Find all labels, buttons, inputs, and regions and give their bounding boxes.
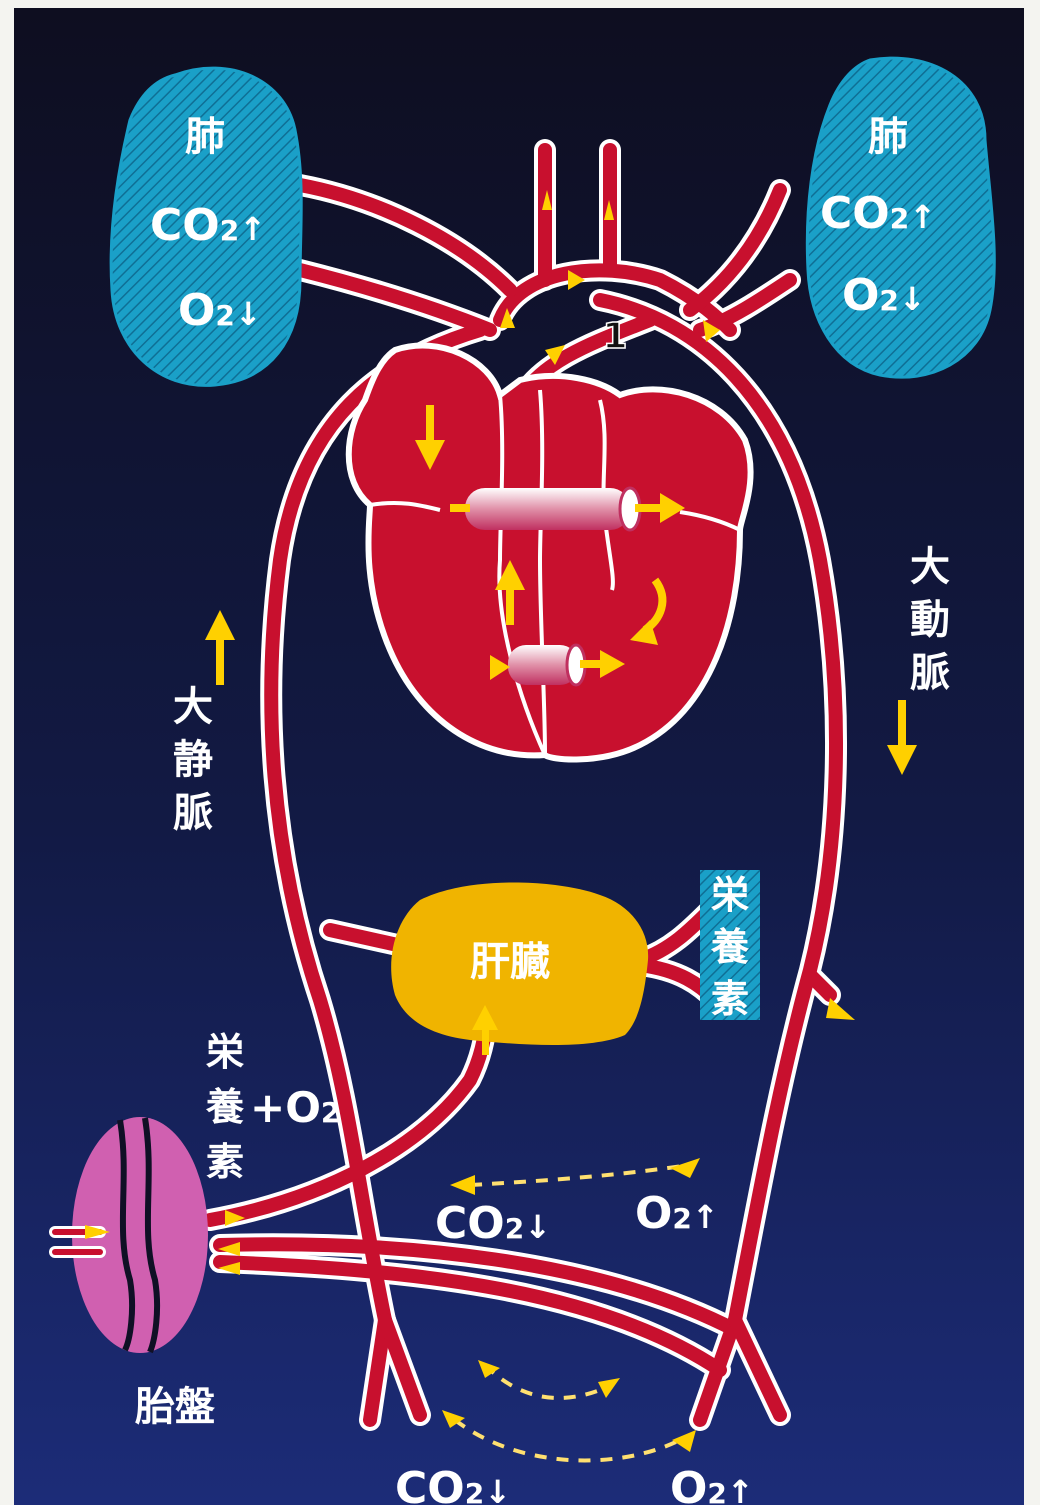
nutrients-left-char-3: 素	[206, 1140, 244, 1184]
vena-cava-label-char-1: 大	[173, 684, 213, 730]
vena-cava-label-char-3: 脈	[173, 790, 213, 836]
lung-right: 肺 CO2↑ O2↓	[807, 58, 994, 377]
liver: 肝臓	[391, 883, 648, 1046]
nutrients-right-char-1: 栄	[711, 873, 749, 917]
lung-left-title: 肺	[185, 114, 225, 160]
aorta-label-char-3: 脈	[910, 650, 950, 696]
nutrients-right: 栄 養 素	[700, 870, 760, 1021]
nutrients-right-char-3: 素	[711, 977, 749, 1021]
vena-cava-label: 大 静 脈	[173, 684, 213, 836]
nutrients-right-char-2: 養	[711, 925, 749, 969]
nutrients-left-char-2: 養	[206, 1085, 244, 1129]
vena-cava-label-char-2: 静	[173, 737, 213, 783]
valve-upper	[465, 488, 630, 530]
placenta-label: 胎盤	[135, 1384, 215, 1430]
aorta-label-char-1: 大	[910, 544, 950, 590]
aorta-label: 大 動 脈	[910, 544, 950, 696]
right-arrow-icon	[450, 504, 470, 512]
aorta-label-char-2: 動	[910, 597, 950, 643]
nutrients-left-char-1: 栄	[206, 1030, 244, 1074]
liver-label: 肝臓	[470, 939, 550, 985]
lung-left: 肺 CO2↑ O2↓	[111, 68, 301, 385]
lung-right-title: 肺	[868, 114, 908, 160]
ductus-marker: 1	[602, 316, 627, 357]
